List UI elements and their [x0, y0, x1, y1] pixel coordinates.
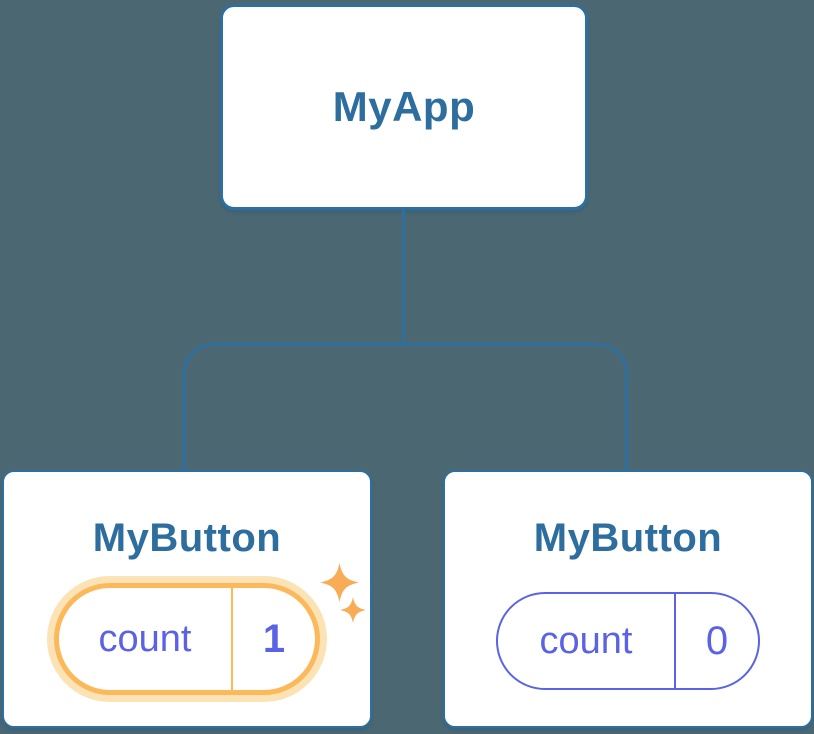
child-component-node-initial: MyButton count 0 — [443, 470, 813, 728]
connector-branch — [183, 343, 628, 471]
state-pill-highlighted: count 1 — [54, 583, 320, 695]
pill-divider — [674, 594, 676, 688]
child-component-title: MyButton — [92, 516, 282, 560]
sparkle-icon — [340, 597, 366, 623]
pill-divider — [231, 588, 233, 690]
child-component-title: MyButton — [533, 516, 723, 560]
state-pill: count 0 — [496, 592, 760, 690]
child-component-node-updated: MyButton count 1 — [2, 470, 372, 728]
state-value: 1 — [262, 616, 286, 661]
root-component-title: MyApp — [332, 83, 476, 130]
root-component-node: MyApp — [220, 4, 588, 210]
state-label: count — [98, 617, 192, 660]
state-label: count — [539, 619, 633, 662]
sparkle-icon — [320, 563, 359, 602]
connector-stem — [402, 209, 405, 346]
state-value: 0 — [705, 618, 729, 663]
